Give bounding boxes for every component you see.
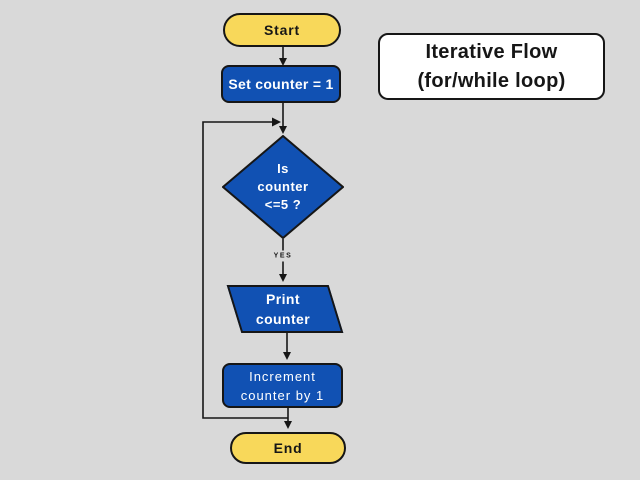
- print-line-2: counter: [255, 311, 311, 327]
- edge-loop-back: [202, 121, 288, 419]
- edge-label-yes: YES: [270, 250, 296, 262]
- node-decision-label: Is counter <=5 ?: [257, 160, 308, 214]
- node-set-counter: Set counter = 1: [221, 65, 341, 103]
- decision-line-1: Is: [277, 161, 289, 176]
- increment-line-1: Increment: [249, 368, 316, 384]
- node-end: End: [230, 432, 346, 464]
- arrowhead-print-to-increment: [283, 352, 291, 360]
- arrowhead-loop-back: [272, 117, 281, 127]
- node-print-label: Print counter: [222, 285, 344, 333]
- decision-line-3: <=5 ?: [264, 197, 302, 212]
- node-start-label: Start: [264, 22, 300, 38]
- node-decision: Is counter <=5 ?: [222, 135, 344, 239]
- decision-diamond-shape: [222, 135, 344, 239]
- title-line-2: (for/while loop): [417, 69, 566, 92]
- title-line-1: Iterative Flow: [425, 40, 558, 63]
- arrowhead-increment-to-end: [284, 421, 292, 429]
- node-increment: Increment counter by 1: [222, 363, 343, 408]
- node-set-counter-label: Set counter = 1: [228, 76, 334, 92]
- node-end-label: End: [273, 440, 303, 456]
- decision-line-2: counter: [257, 179, 309, 194]
- increment-line-2: counter by 1: [240, 387, 325, 403]
- title-box: Iterative Flow (for/while loop): [378, 33, 605, 100]
- arrowhead-decision-to-print: [279, 274, 287, 282]
- arrowhead-start-to-set: [279, 58, 287, 66]
- print-line-1: Print: [266, 291, 300, 307]
- node-start: Start: [223, 13, 341, 47]
- arrowhead-set-to-decision: [279, 126, 287, 134]
